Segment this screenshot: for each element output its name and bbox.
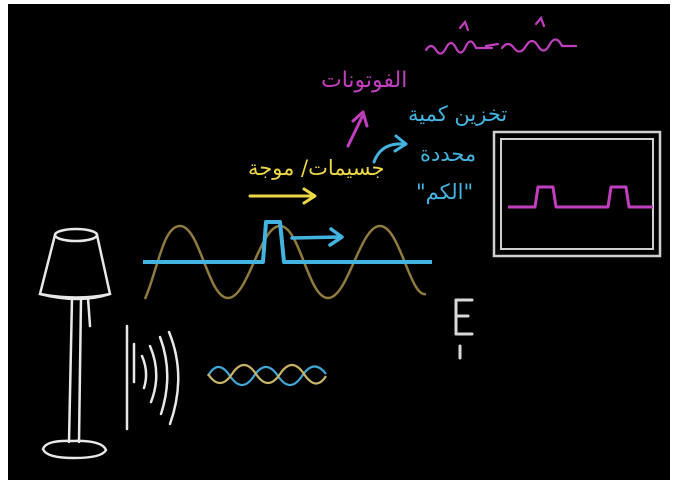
photons-label: الفوتونات	[321, 68, 408, 93]
particles-wave-label: جسيمات/ موجة	[248, 156, 385, 180]
quantized-arrow	[372, 134, 408, 164]
velocity-arrow	[290, 227, 344, 247]
quantized-label-line3: "الكم"	[416, 180, 474, 204]
sound-waves	[125, 324, 180, 431]
quantized-line	[143, 220, 432, 264]
quantized-label-line2: محددة	[420, 142, 477, 166]
particle-wave-arrow	[248, 187, 317, 205]
photon-arrow	[346, 110, 369, 148]
blackboard: الفوتونات جسيمات/ موجة تخزين كمية محددة …	[8, 4, 670, 480]
floor-lamp-icon	[38, 227, 112, 460]
helix-icon	[207, 363, 327, 387]
energy-symbol	[454, 298, 474, 360]
signal-trace	[508, 185, 653, 209]
quantized-label-line1: تخزين كمية	[408, 102, 508, 126]
screen-icon	[492, 130, 662, 258]
photon-squiggles	[424, 15, 578, 55]
drawing-canvas	[38, 15, 662, 460]
